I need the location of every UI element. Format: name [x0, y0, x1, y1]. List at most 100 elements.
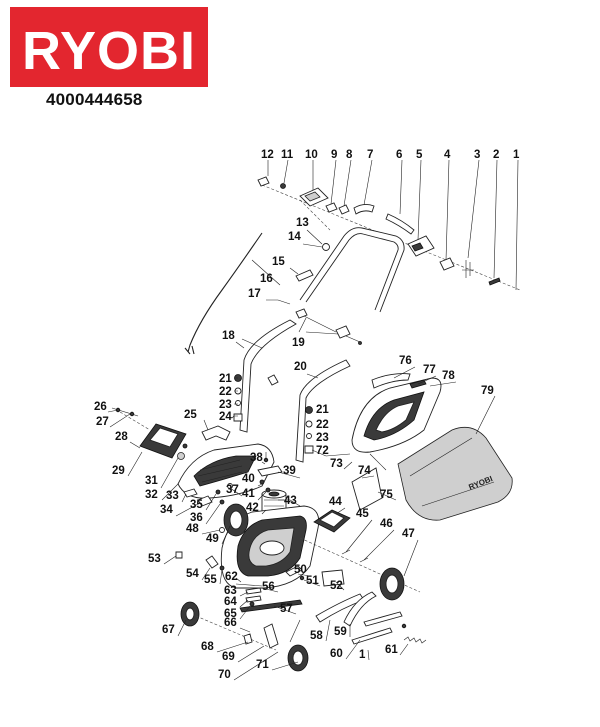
- callout-22a: 22: [219, 386, 232, 398]
- part-79-grass-bag: RYOBI: [397, 426, 513, 521]
- model-number: 4000444658: [46, 90, 143, 109]
- callout-37: 37: [226, 484, 239, 496]
- part-16-cable: [184, 232, 263, 355]
- svg-text:RYOBI: RYOBI: [22, 21, 196, 81]
- callout-23b: 23: [316, 432, 329, 444]
- part-17-bolt: [277, 299, 291, 305]
- callout-4: 4: [444, 149, 451, 161]
- part-54-55-adjust: [205, 555, 225, 571]
- callout-34: 34: [160, 504, 173, 516]
- callout-8: 8: [346, 149, 353, 161]
- callout-62: 62: [225, 571, 238, 583]
- part-29-battery-pack: [139, 423, 187, 459]
- part-25-handle-clamp: [201, 425, 231, 441]
- part-8-clip: [338, 204, 350, 215]
- part-57-blade: [239, 599, 303, 613]
- part-56-spacer: [235, 583, 263, 587]
- callout-52: 52: [330, 580, 343, 592]
- callout-65: 65: [224, 608, 237, 620]
- part-6-lever: [385, 213, 415, 235]
- callout-46: 46: [380, 518, 393, 530]
- callout-11: 11: [281, 149, 294, 161]
- callout-68: 68: [201, 641, 214, 653]
- callout-75: 75: [380, 489, 393, 501]
- part-12-cap: [257, 176, 270, 187]
- part-48-axle-cap: [219, 527, 225, 533]
- callout-48: 48: [186, 523, 199, 535]
- callout-55: 55: [204, 574, 217, 586]
- part-9-clip: [325, 202, 338, 213]
- part-53-clip: [175, 551, 183, 559]
- callout-24: 24: [219, 411, 232, 423]
- callout-79: 79: [481, 385, 494, 397]
- callout-1: 1: [513, 149, 520, 161]
- callout-50: 50: [294, 564, 307, 576]
- part-21-24-bolt-stack-left: [233, 374, 243, 422]
- part-67-rear-left-wheel: [180, 601, 200, 627]
- callout-63: 63: [224, 585, 237, 597]
- part-26-27-screws: [111, 407, 151, 431]
- callout-22b: 22: [316, 419, 329, 431]
- callout-78: 78: [442, 370, 455, 382]
- callout-21a: 21: [219, 373, 232, 385]
- callout-47: 47: [402, 528, 415, 540]
- part-52-bracket: [321, 569, 345, 587]
- callout-56: 56: [262, 581, 275, 593]
- callout-38: 38: [250, 452, 263, 464]
- part-33-clip: [183, 488, 198, 498]
- callout-31: 31: [145, 475, 158, 487]
- part-38-39-switch: [257, 452, 283, 477]
- callout-25: 25: [184, 409, 197, 421]
- part-cable-clip-lower: [267, 374, 279, 386]
- part-74-75-rear-flap: [351, 453, 387, 511]
- callout-10: 10: [305, 149, 318, 161]
- callout-16: 16: [260, 273, 273, 285]
- callout-28: 28: [115, 431, 128, 443]
- callout-60: 60: [330, 648, 343, 660]
- callout-41: 41: [242, 488, 255, 500]
- callout-59: 59: [334, 626, 347, 638]
- part-28-screw: [182, 443, 188, 449]
- part-15-cable-clip: [295, 269, 314, 282]
- callout-42: 42: [246, 502, 259, 514]
- part-32-motor-cover: [177, 443, 275, 499]
- callout-64: 64: [224, 596, 237, 608]
- part-73-pin: [325, 453, 351, 457]
- part-20-lower-handle-right: [295, 359, 351, 463]
- ryobi-logo-mark: RYOBI: [10, 7, 208, 87]
- callout-57: 57: [280, 603, 293, 615]
- ryobi-logo: RYOBI: [10, 7, 208, 87]
- part-61-spring: [401, 623, 427, 644]
- callout-15: 15: [272, 256, 285, 268]
- callout-43: 43: [284, 495, 297, 507]
- part-47-rear-right-wheel: [379, 567, 405, 601]
- part-19-handle-knob: [295, 308, 362, 345]
- callout-26: 26: [94, 401, 107, 413]
- callout-61: 61: [385, 644, 398, 656]
- callout-71: 71: [256, 659, 269, 671]
- callout-66: 66: [224, 617, 237, 629]
- part-11-screw: [280, 183, 286, 189]
- part-78-grassbox-lid: [351, 377, 442, 453]
- part-59-height-rod: [343, 591, 377, 627]
- callout-7: 7: [367, 149, 373, 161]
- callout-2: 2: [493, 149, 499, 161]
- part-34-37-small-parts: [197, 483, 233, 507]
- part-49-front-left-wheel: [223, 503, 249, 537]
- part-31-knob: [177, 452, 185, 460]
- part-21-72-bolt-stack-right: [304, 406, 314, 454]
- callout-36: 36: [190, 512, 203, 524]
- callout-6: 6: [396, 149, 402, 161]
- callout-18: 18: [222, 330, 235, 342]
- callout-21b: 21: [316, 404, 329, 416]
- callout-1-bottom: 1: [359, 649, 366, 661]
- part-60-spring-bar: [351, 611, 403, 645]
- callout-49: 49: [206, 533, 219, 545]
- callout-29: 29: [112, 465, 125, 477]
- callout-32: 32: [145, 489, 158, 501]
- callout-67: 67: [162, 624, 175, 636]
- callout-70: 70: [218, 669, 231, 681]
- callout-72: 72: [316, 445, 329, 457]
- callout-20: 20: [294, 361, 307, 373]
- callout-14: 14: [288, 231, 301, 243]
